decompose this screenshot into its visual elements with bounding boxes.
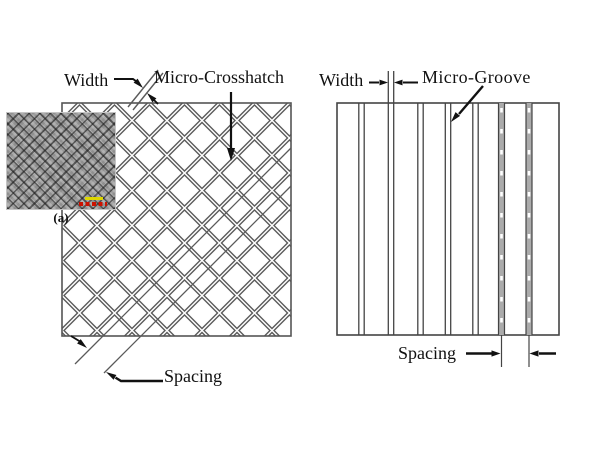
- inset-caption: (a): [53, 210, 69, 225]
- groove-panel: [336, 71, 560, 367]
- groove-edge-extension-right: [132, 72, 164, 111]
- scalebar-red-ticks: [79, 202, 107, 206]
- label-spacing-left: Spacing: [164, 366, 222, 386]
- groove-pointer-arrow: [451, 85, 484, 122]
- spacing-dimension-right: [466, 335, 556, 367]
- groove-centerline-b: [103, 185, 292, 374]
- width-callout-right: [369, 79, 418, 86]
- scalebar-yellow: [85, 197, 103, 200]
- groove-edge-extension-left: [127, 69, 159, 108]
- spacing-tick-arrow: [70, 335, 87, 348]
- label-width-right: Width: [319, 70, 364, 90]
- groove-lines: [358, 71, 479, 335]
- dashed-groove-2: [525, 103, 533, 335]
- micrograph-inset-photo: [6, 112, 116, 210]
- label-width-left: Width: [64, 70, 109, 90]
- label-spacing-right: Spacing: [398, 343, 456, 363]
- width-callout-left: [114, 78, 159, 105]
- width-arrowhead-upper: [133, 78, 143, 88]
- width-arrowhead-lower: [147, 93, 157, 103]
- groove-rectangle: [336, 102, 560, 336]
- label-micro-groove: Micro-Groove: [422, 67, 531, 87]
- spacing-leader-left: [106, 372, 163, 383]
- dashed-groove-1: [497, 103, 506, 335]
- crosshatch-pointer-arrow: [227, 92, 235, 161]
- label-micro-crosshatch: Micro-Crosshatch: [154, 67, 284, 87]
- groove-centerline-a: [74, 147, 292, 365]
